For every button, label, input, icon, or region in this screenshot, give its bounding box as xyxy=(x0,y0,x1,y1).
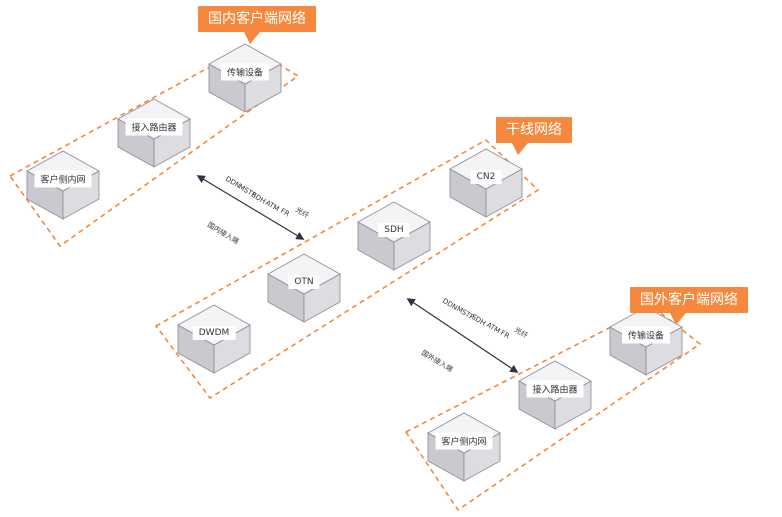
backbone-group-outline xyxy=(154,139,540,400)
domestic-method-3: ATM xyxy=(264,199,281,213)
overseas-group-title-text: 国外客户端网络 xyxy=(640,292,738,308)
overseas-access-label: 国外接入端 xyxy=(420,348,455,374)
callout-pointer xyxy=(512,143,528,155)
domestic-router-label: 接入路由器 xyxy=(125,118,183,136)
overseas-group-title: 国外客户端网络 xyxy=(630,287,748,325)
overseas-link-arrow xyxy=(406,298,519,373)
backbone-group-title: 干线网络 xyxy=(496,117,572,155)
domestic-method-4: FR xyxy=(279,207,291,219)
overseas-router-label: 接入路由器 xyxy=(526,380,584,398)
backbone-sdh-label: SDH xyxy=(378,223,410,237)
domestic-group-title: 国内客户端网络 xyxy=(198,6,316,44)
domestic-access-label: 国内接入端 xyxy=(206,220,241,246)
overseas-method-4: FR xyxy=(499,329,511,341)
backbone-cn2-label: CN2 xyxy=(470,170,502,184)
backbone-dwdm-label: DWDM xyxy=(192,326,236,340)
overseas-group-outline xyxy=(404,305,702,512)
backbone-otn-box xyxy=(267,253,341,323)
domestic-link-arrow xyxy=(196,175,305,240)
callout-pointer xyxy=(670,313,686,325)
overseas-method-5: 光纤 xyxy=(513,325,530,340)
overseas-lan-label: 客户侧内网 xyxy=(435,432,493,450)
callout-pointer xyxy=(244,32,260,44)
domestic-method-5: 光纤 xyxy=(294,205,311,220)
backbone-sdh-box xyxy=(357,201,431,271)
domestic-transport-label: 传输设备 xyxy=(220,63,270,81)
domestic-lan-label: 客户侧内网 xyxy=(34,170,92,188)
overseas-method-3: ATM xyxy=(485,321,502,335)
overseas-transport-label: 传输设备 xyxy=(621,326,671,344)
backbone-otn-label: OTN xyxy=(288,275,320,289)
overseas-method-2: SDH xyxy=(470,313,487,328)
backbone-cn2-box xyxy=(449,148,523,218)
backbone-group-title-text: 干线网络 xyxy=(506,122,562,138)
domestic-group-title-text: 国内客户端网络 xyxy=(208,11,306,27)
domestic-group-outline xyxy=(8,45,300,248)
